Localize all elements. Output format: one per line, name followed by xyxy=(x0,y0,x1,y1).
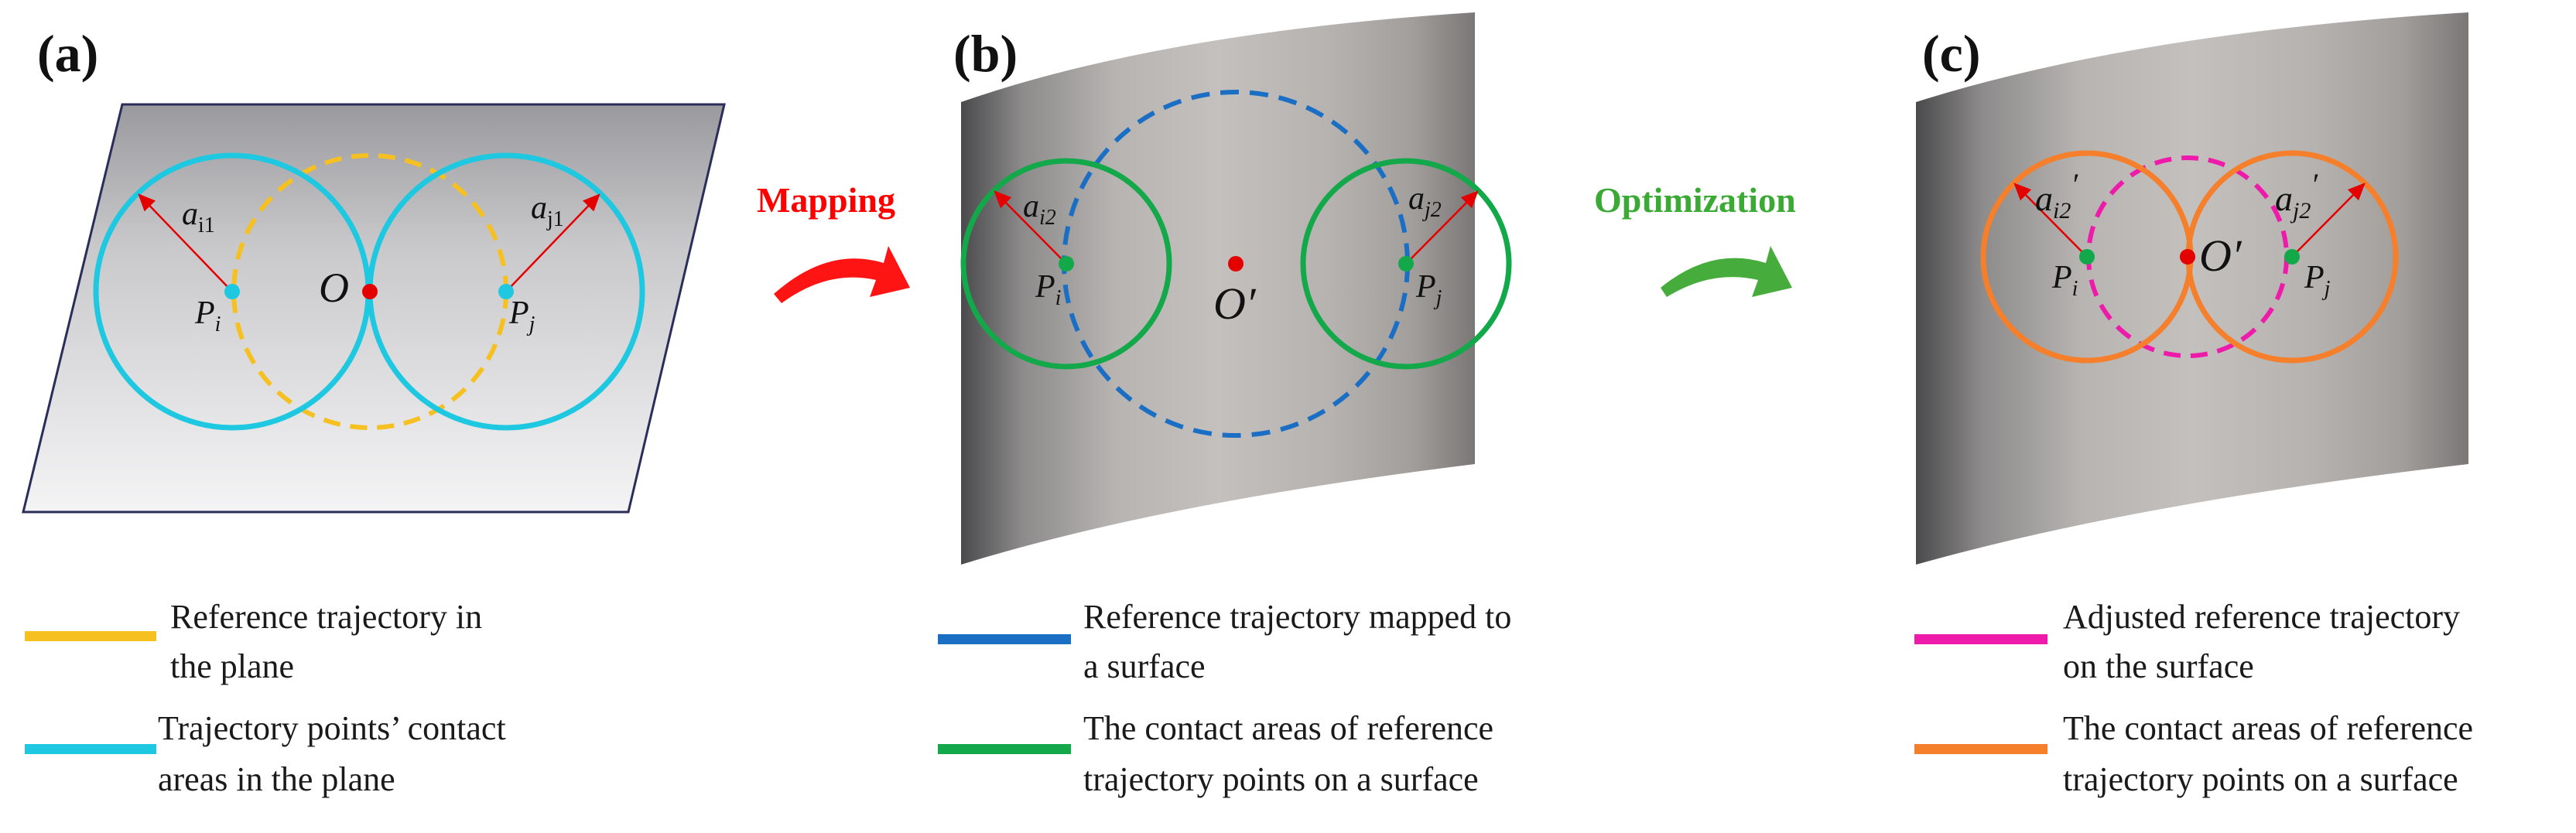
legend-a-1-line2: the plane xyxy=(170,647,294,685)
point-label-pj: Pj xyxy=(2304,260,2331,301)
legend-swatch-orange xyxy=(1914,744,2047,754)
legend-b: Reference trajectory mapped to a surface… xyxy=(938,598,1511,798)
point-pj xyxy=(2284,249,2300,265)
legend-b-2-line2: trajectory points on a surface xyxy=(1083,760,1479,798)
radius-label-aj2: aj2 xyxy=(1408,181,1442,222)
panel-a-label: (a) xyxy=(37,24,98,83)
legend-c: Adjusted reference trajectory on the sur… xyxy=(1914,598,2473,798)
legend-a-2-line2: areas in the plane xyxy=(158,760,395,798)
mapping-label: Mapping xyxy=(757,180,895,220)
legend-swatch-yellow xyxy=(25,631,156,641)
legend-c-1-line1: Adjusted reference trajectory xyxy=(2063,598,2460,636)
radius-arrow-i xyxy=(2013,183,2088,258)
legend-c-2-line2: trajectory points on a surface xyxy=(2063,760,2458,798)
radius-label-aj2-prime: aj2′ xyxy=(2275,167,2318,224)
optimization-arrow-shape xyxy=(1661,246,1792,297)
legend-b-1-line2: a surface xyxy=(1083,647,1206,685)
mapping-arrow-shape xyxy=(774,246,910,303)
radius-label-ai2: ai2 xyxy=(1023,189,1056,230)
legend-swatch-blue xyxy=(938,634,1071,644)
point-pj xyxy=(498,284,514,299)
mapping-arrow: Mapping xyxy=(757,180,910,303)
legend-a-2-line1: Trajectory points’ contact xyxy=(158,709,506,747)
center-point-o-prime xyxy=(2180,249,2195,265)
legend-b-1-line1: Reference trajectory mapped to xyxy=(1083,598,1511,636)
legend-swatch-green xyxy=(938,744,1071,754)
panel-c-label: (c) xyxy=(1922,24,1980,83)
panel-b: (b) O′ Pi Pj ai2 aj2 xyxy=(953,12,1512,565)
legend-c-2-line1: The contact areas of reference xyxy=(2063,709,2473,747)
point-label-pi: Pi xyxy=(2051,260,2078,301)
point-pi xyxy=(224,284,240,299)
center-label-o-prime: O′ xyxy=(1213,278,1257,329)
legend-c-1-line2: on the surface xyxy=(2063,647,2254,685)
optimization-arrow: Optimization xyxy=(1594,180,1796,297)
point-pi xyxy=(2079,249,2095,265)
panel-c: (c) O′ Pi Pj ai2′ aj2′ xyxy=(1916,12,2468,565)
point-pi xyxy=(1059,256,1074,271)
point-label-pi: Pi xyxy=(194,295,221,336)
plane-surface xyxy=(22,103,726,514)
radius-arrow-j xyxy=(1405,190,1479,265)
point-label-pi: Pi xyxy=(1035,269,1061,310)
curved-surface-b xyxy=(961,12,1475,565)
radius-arrow-i xyxy=(994,190,1067,265)
legend-a: Reference trajectory in the plane Trajec… xyxy=(25,598,506,798)
contact-area-circle-j xyxy=(1300,158,1512,370)
legend-swatch-cyan xyxy=(25,744,156,754)
radius-arrow-j xyxy=(2291,183,2366,258)
center-label-o: O xyxy=(319,265,349,311)
center-point-o xyxy=(362,284,378,299)
contact-area-circle-i xyxy=(960,158,1172,370)
center-label-o-prime: O′ xyxy=(2199,230,2242,281)
panel-b-label: (b) xyxy=(953,24,1018,83)
point-label-pj: Pj xyxy=(508,295,535,336)
point-label-pj: Pj xyxy=(1415,269,1442,310)
point-pj xyxy=(1398,256,1414,271)
radius-arrow-j xyxy=(505,193,600,292)
legend-b-2-line1: The contact areas of reference xyxy=(1083,709,1493,747)
radius-arrow-i xyxy=(138,193,233,292)
radius-label-ai1: ai1 xyxy=(182,196,215,237)
panel-a: (a) O Pi Pj ai1 aj1 xyxy=(22,24,726,514)
optimization-label: Optimization xyxy=(1594,180,1796,220)
radius-label-aj1: aj1 xyxy=(531,190,564,231)
center-point-o-prime xyxy=(1228,256,1244,271)
radius-label-ai2-prime: ai2′ xyxy=(2035,167,2078,224)
legend-a-1-line1: Reference trajectory in xyxy=(170,598,482,636)
legend-swatch-magenta xyxy=(1914,634,2047,644)
